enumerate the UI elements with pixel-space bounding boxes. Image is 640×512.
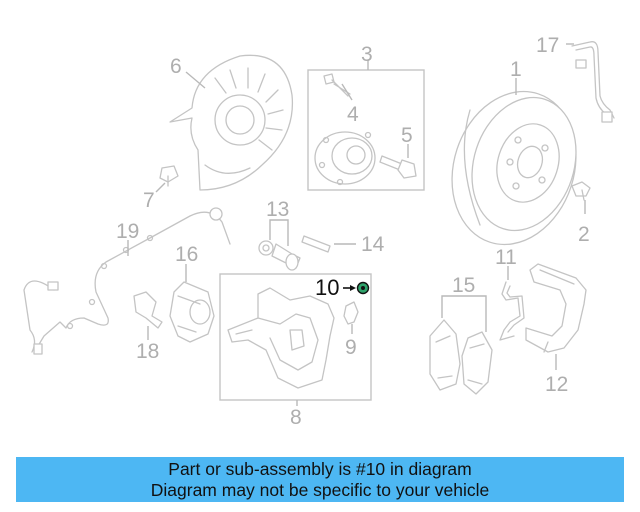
callout-9[interactable]: 9 xyxy=(345,336,357,359)
wheel-stud-part xyxy=(323,73,351,97)
callout-16[interactable]: 16 xyxy=(175,243,198,266)
brake-rotor-part xyxy=(451,90,577,246)
assembly-3-box xyxy=(307,69,425,191)
wheel-speed-sensor-part xyxy=(133,291,163,329)
banner-line-1: Part or sub-assembly is #10 in diagram xyxy=(168,459,472,479)
callout-5[interactable]: 5 xyxy=(401,124,413,147)
callout-15[interactable]: 15 xyxy=(452,274,475,297)
bolt-7-part xyxy=(159,165,179,187)
spring-clip-part xyxy=(499,281,525,341)
callout-2[interactable]: 2 xyxy=(578,223,590,246)
assembly-8-box xyxy=(219,273,372,401)
callout-18[interactable]: 18 xyxy=(136,340,159,363)
brake-hose-part xyxy=(571,41,615,123)
callout-17[interactable]: 17 xyxy=(536,34,559,57)
leader-6 xyxy=(185,71,206,89)
callout-11[interactable]: 11 xyxy=(495,246,517,269)
callout-6[interactable]: 6 xyxy=(170,55,182,78)
callout-10[interactable]: 10 xyxy=(315,275,339,300)
abs-sensor-wire-part xyxy=(23,207,231,355)
brake-pads-part xyxy=(429,319,493,395)
callout-19[interactable]: 19 xyxy=(116,220,139,243)
callout-1[interactable]: 1 xyxy=(510,58,522,81)
callout-4[interactable]: 4 xyxy=(347,103,359,126)
bleeder-valve-part xyxy=(343,301,359,325)
leader-10-arrow xyxy=(350,285,356,291)
guide-bushing-part xyxy=(258,240,301,271)
callout-13[interactable]: 13 xyxy=(266,198,289,221)
callout-3[interactable]: 3 xyxy=(361,43,373,66)
notice-banner: Part or sub-assembly is #10 in diagram D… xyxy=(16,457,624,502)
brake-motor-part xyxy=(169,281,215,343)
callout-7[interactable]: 7 xyxy=(143,189,155,212)
callout-12[interactable]: 12 xyxy=(545,373,568,396)
rotor-screw-part xyxy=(571,181,591,201)
leader-13 xyxy=(269,219,289,246)
leader-7 xyxy=(155,182,166,193)
callout-8[interactable]: 8 xyxy=(290,406,302,429)
leader-4 xyxy=(341,83,353,101)
leader-15 xyxy=(441,295,487,332)
brake-caliper-part xyxy=(227,287,335,389)
banner-line-2: Diagram may not be specific to your vehi… xyxy=(150,480,490,500)
caliper-bracket-part xyxy=(525,263,587,353)
hub-bolt-part xyxy=(379,155,417,179)
guide-pin-part xyxy=(301,235,331,253)
hub-bearing-part xyxy=(314,131,376,186)
callout-14[interactable]: 14 xyxy=(361,233,385,256)
splash-shield-part xyxy=(169,54,294,191)
parts-diagram: 6 7 3 4 5 xyxy=(23,34,615,429)
bleeder-cap-part xyxy=(356,281,370,295)
